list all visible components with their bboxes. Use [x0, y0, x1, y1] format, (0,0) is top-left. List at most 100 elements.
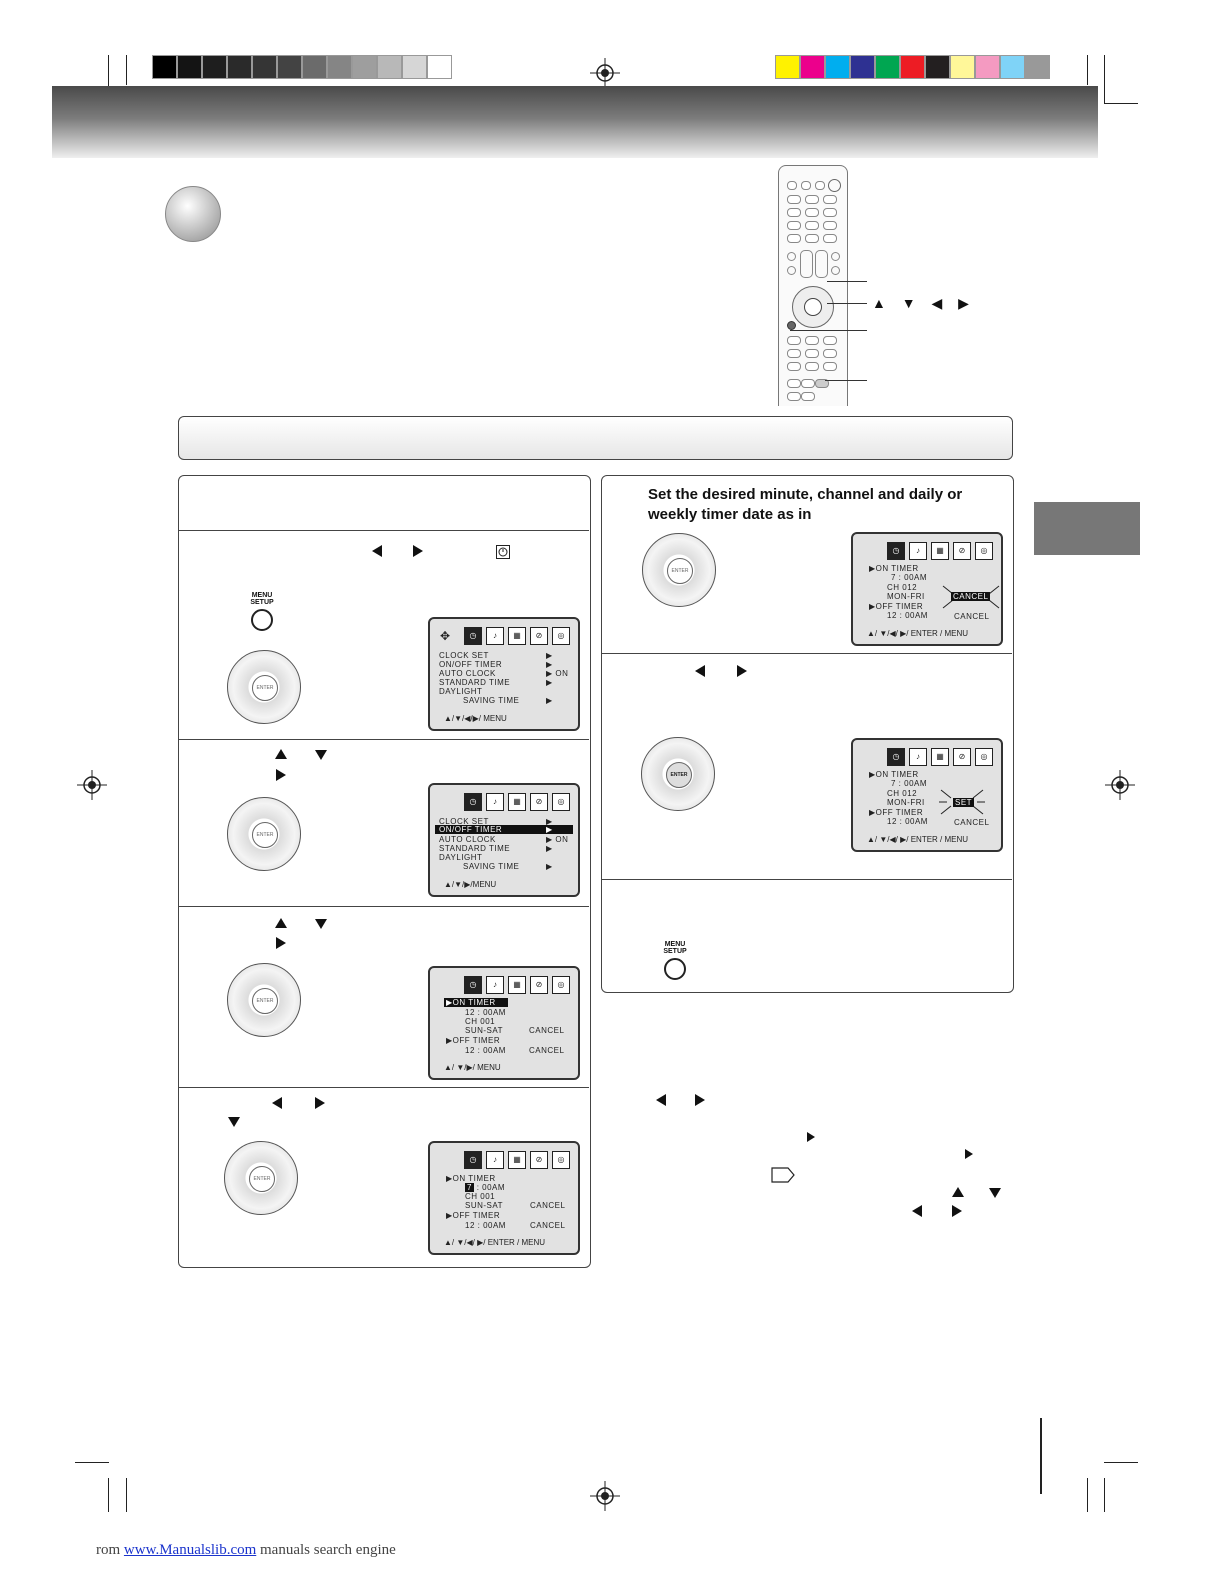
cancel-label: CANCEL [530, 1221, 566, 1230]
gray-swatch [177, 55, 202, 79]
crop-mark [126, 55, 127, 85]
audio-tab-icon: ♪ [486, 627, 504, 645]
on-timer-label: ON TIMER [452, 1174, 496, 1183]
callout-line [790, 330, 867, 331]
clock-tab-icon: ◷ [887, 542, 905, 560]
step-divider [179, 739, 589, 740]
enter-button-pressed[interactable]: ENTER [666, 762, 692, 788]
menu-label: MENU [251, 592, 273, 599]
submenu-arrow-icon: ▶ [546, 862, 553, 871]
off-time: 12 : 00AM [465, 1046, 506, 1055]
off-timer-label: OFF TIMER [452, 1036, 501, 1045]
setup-label: SETUP [663, 948, 687, 955]
arrow-up-icon [952, 1187, 964, 1197]
calendar-tab-icon: ▦ [931, 748, 949, 766]
flash-rays-icon [939, 789, 985, 815]
cassette-tab-icon: ◎ [975, 748, 993, 766]
lock-tab-icon: ⊘ [953, 542, 971, 560]
menu-setup-button[interactable]: MENU SETUP [655, 941, 695, 980]
cancel-label: CANCEL [529, 1026, 565, 1035]
enter-button[interactable]: ENTER [252, 988, 278, 1014]
enter-button[interactable]: ENTER [252, 822, 278, 848]
color-swatch [975, 55, 1000, 79]
on-timer-selected: ▶ON TIMER [444, 998, 508, 1007]
gray-swatch [202, 55, 227, 79]
arrow-left-icon [272, 1097, 282, 1109]
osd-footer: ▲/ ▼/◀/ ▶/ ENTER / MENU [867, 629, 969, 638]
arrow-right-icon [952, 1205, 962, 1217]
arrow-right-icon: ▶ [958, 295, 975, 311]
step5-instruction: Set the desired minute, channel and dail… [648, 486, 963, 523]
days: MON-FRI [887, 798, 925, 807]
arrow-left-icon [912, 1205, 922, 1217]
chapter-tab [1034, 502, 1140, 555]
arrow-down-icon [315, 750, 327, 760]
on-timer-label: ON TIMER [875, 564, 919, 573]
color-registration-bar [775, 55, 1050, 79]
enter-dpad[interactable]: ENTER [227, 963, 301, 1037]
lock-tab-icon: ⊘ [530, 976, 548, 994]
cassette-tab-icon: ◎ [552, 627, 570, 645]
clock-tab-icon: ◷ [464, 1151, 482, 1169]
off-timer-label: OFF TIMER [875, 602, 924, 611]
submenu-arrow-icon: ▶ [546, 844, 553, 853]
callout-line [825, 380, 867, 381]
days: SUN-SAT [465, 1201, 504, 1210]
enter-dpad[interactable]: ENTER [642, 533, 716, 607]
osd-item: STANDARD TIME [439, 678, 511, 687]
footer-prefix: rom [96, 1542, 124, 1558]
channel: CH 001 [465, 1017, 496, 1026]
auto-clock-value: ▶ ON [546, 835, 569, 844]
registration-target-icon [1105, 770, 1135, 800]
osd-item: ON/OFF TIMER [439, 660, 503, 669]
cancel-label: CANCEL [954, 612, 990, 621]
enter-button[interactable]: ENTER [252, 675, 278, 701]
osd-item: DAYLIGHT [439, 853, 483, 862]
gray-swatch [327, 55, 352, 79]
enter-dpad[interactable]: ENTER [641, 737, 715, 811]
cancel-label: CANCEL [954, 818, 990, 827]
enter-dpad[interactable]: ENTER [227, 650, 301, 724]
gray-swatch [227, 55, 252, 79]
calendar-tab-icon: ▦ [508, 976, 526, 994]
arrow-down-icon [989, 1188, 1001, 1198]
calendar-tab-icon: ▦ [508, 793, 526, 811]
osd-item: AUTO CLOCK [439, 835, 496, 844]
enter-dpad[interactable]: ENTER [227, 797, 301, 871]
arrow-left-icon [372, 545, 382, 557]
audio-tab-icon: ♪ [909, 542, 927, 560]
channel: CH 012 [887, 789, 918, 798]
crop-mark [1104, 103, 1138, 104]
clock-tab-icon: ◷ [464, 627, 482, 645]
arrow-right-icon [737, 665, 747, 677]
arrow-left-icon [695, 665, 705, 677]
osd-item: CLOCK SET [439, 651, 489, 660]
step-divider [602, 879, 1012, 880]
on-timer: ▶ON TIMER [446, 1174, 496, 1183]
lock-tab-icon: ⊘ [530, 1151, 548, 1169]
registration-target-icon [590, 58, 620, 88]
arrow-right-icon [695, 1094, 705, 1106]
step-divider [602, 653, 1012, 654]
enter-button[interactable]: ENTER [667, 558, 693, 584]
submenu-arrow-icon: ▶ [546, 660, 553, 669]
gray-swatch [352, 55, 377, 79]
on-time: 7 : 00AM [465, 1183, 505, 1192]
manualslib-link[interactable]: www.Manualslib.com [123, 1542, 257, 1558]
arrow-right-icon [315, 1097, 325, 1109]
menu-setup-button[interactable]: MENU SETUP [242, 592, 282, 631]
off-time: 12 : 00AM [887, 817, 928, 826]
enter-button[interactable]: ENTER [249, 1166, 275, 1192]
osd-item-selected: ON/OFF TIMER [435, 825, 573, 834]
color-swatch [1000, 55, 1025, 79]
clock-tab-icon: ◷ [464, 976, 482, 994]
osd-footer: ▲/ ▼/▶/ MENU [444, 1063, 501, 1072]
on-time: 7 : 00AM [891, 573, 928, 582]
audio-tab-icon: ♪ [486, 793, 504, 811]
crop-mark [1104, 55, 1105, 103]
enter-dpad[interactable]: ENTER [224, 1141, 298, 1215]
off-time: 12 : 00AM [887, 611, 928, 620]
osd-setup-menu-1: ✥ ◷ ♪ ▦ ⊘ ◎ CLOCK SET ON/OFF TIMER AUTO … [428, 617, 580, 731]
crop-mark [1104, 1478, 1105, 1512]
osd-item: DAYLIGHT [439, 687, 483, 696]
